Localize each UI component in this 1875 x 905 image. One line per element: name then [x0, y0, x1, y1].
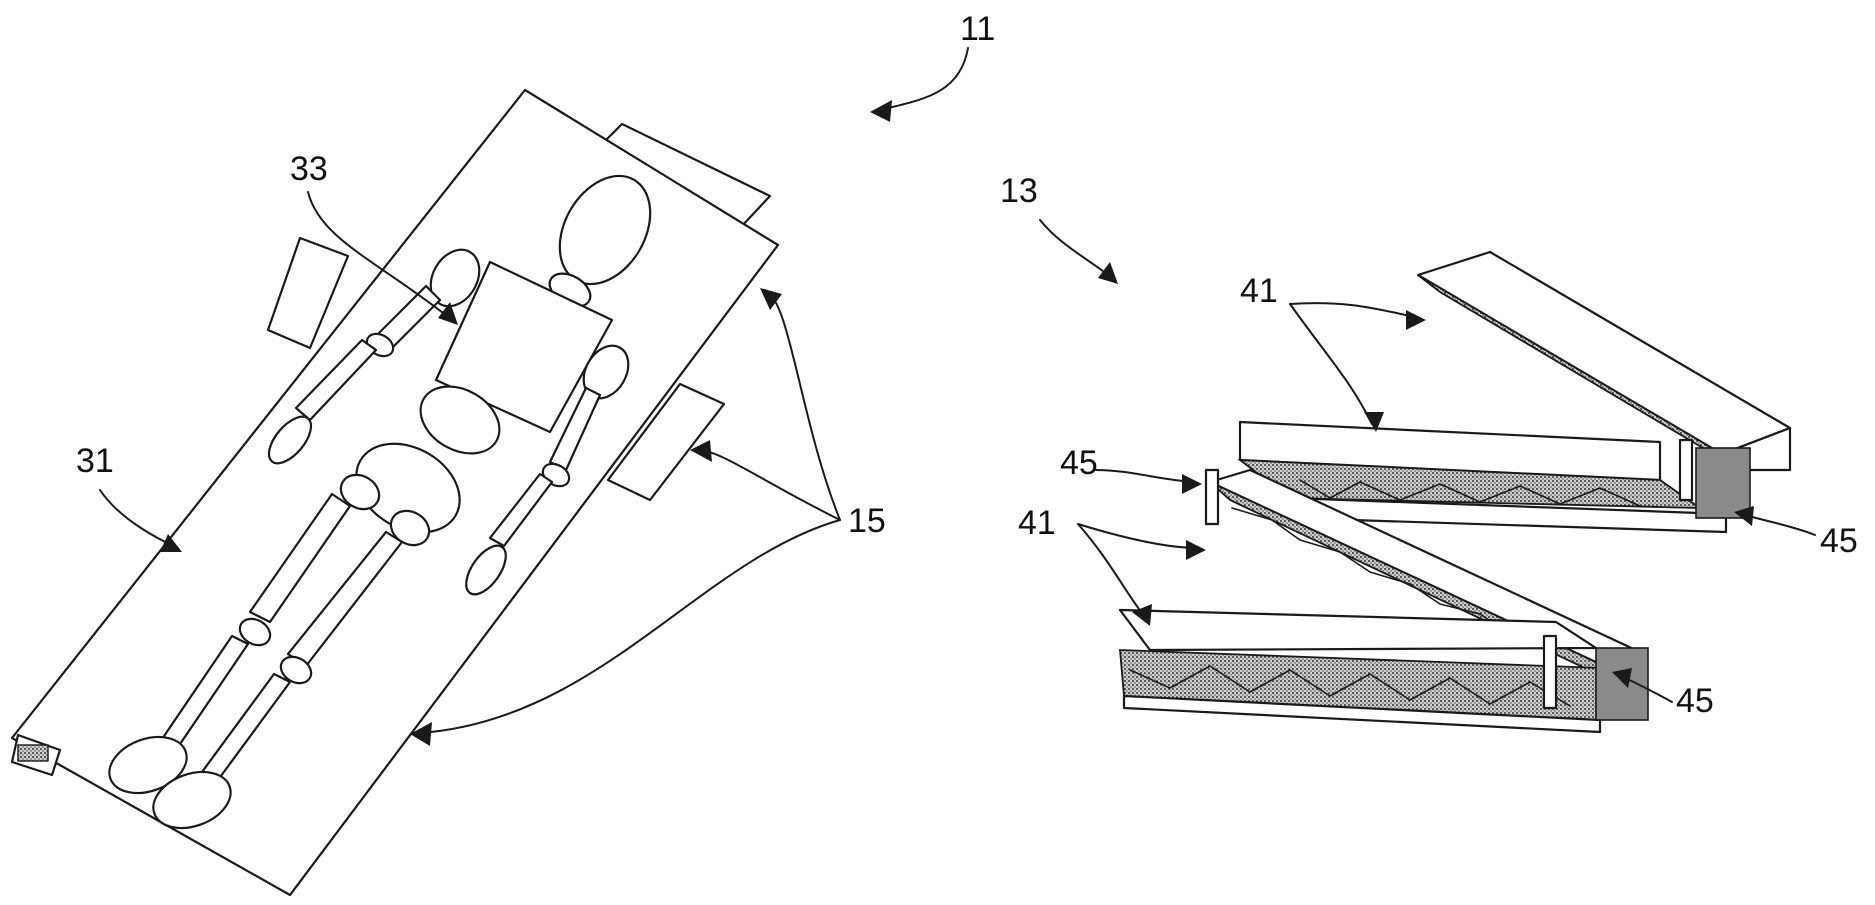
panel-back-top-face	[1418, 252, 1790, 454]
label-connector-right-top: 45	[1820, 522, 1858, 560]
label-straps: 15	[848, 502, 886, 540]
mid-end-post	[1680, 440, 1692, 500]
label-module: 13	[1000, 172, 1038, 210]
label-connector-right-bottom: 45	[1676, 682, 1714, 720]
label-board: 31	[76, 442, 114, 480]
bottom-end-post	[1544, 636, 1556, 708]
board-end-hatch	[18, 745, 48, 761]
bottom-end-block	[1596, 648, 1648, 720]
label-panel-bottom: 41	[1018, 504, 1056, 542]
connector-pin	[1206, 470, 1218, 524]
label-connector-left: 45	[1060, 444, 1098, 482]
label-patient: 33	[290, 150, 328, 188]
label-assembly: 11	[960, 10, 995, 48]
backboard-assembly	[12, 90, 778, 895]
panel-module	[1120, 252, 1790, 732]
mid-end-block	[1696, 448, 1750, 518]
label-panel-top: 41	[1240, 272, 1278, 310]
